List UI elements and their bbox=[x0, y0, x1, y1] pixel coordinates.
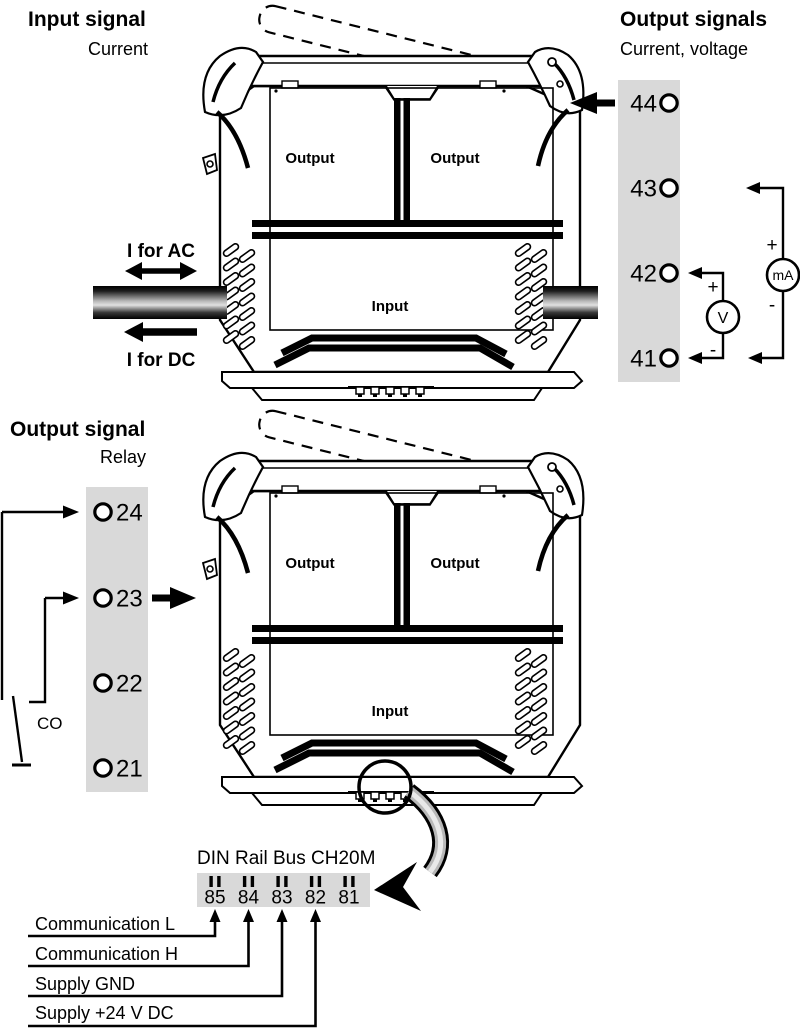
dc-current-label: I for DC bbox=[127, 350, 196, 371]
terminal-41-contact bbox=[659, 348, 679, 368]
changeover-switch-wiring bbox=[0, 505, 79, 767]
bus-connector-callout bbox=[357, 759, 450, 911]
terminal-42-number: 42 bbox=[630, 261, 657, 288]
output-signals-heading: Output signals bbox=[620, 8, 767, 31]
bus-signal-arrowheads bbox=[209, 909, 321, 922]
terminal-42-contact bbox=[659, 263, 679, 283]
bus-terminal-81: 81 bbox=[338, 888, 359, 909]
isolator-module-bottom bbox=[203, 408, 583, 805]
bus-signal-wires bbox=[28, 920, 317, 1028]
dc-current-arrow bbox=[124, 322, 197, 342]
ac-current-label: I for AC bbox=[127, 241, 195, 262]
relay-terminal-strip bbox=[86, 487, 148, 792]
communication-h-label: Communication H bbox=[35, 944, 178, 964]
ammeter-symbol bbox=[765, 257, 800, 293]
terminal-23-contact bbox=[93, 588, 113, 608]
changeover-label: CO bbox=[37, 714, 63, 733]
bus-terminal-84: 84 bbox=[238, 888, 260, 909]
output-signals-subheading: Current, voltage bbox=[620, 39, 748, 59]
terminal-44-arrow bbox=[570, 92, 615, 114]
bus-terminal-85: 85 bbox=[204, 888, 225, 909]
din-bus-title: DIN Rail Bus CH20M bbox=[197, 848, 375, 869]
bottom-diagram: Output signal Relay CO 24 23 22 21 bbox=[0, 408, 583, 1028]
primary-conductor-right bbox=[543, 286, 598, 319]
ammeter-minus: - bbox=[769, 295, 775, 316]
output-terminal-rows: 44 43 42 41 bbox=[630, 91, 679, 373]
top-diagram: Input signal Current Output signals Curr… bbox=[28, 3, 800, 400]
relay-output-subheading: Relay bbox=[100, 447, 146, 467]
voltmeter-minus: - bbox=[710, 340, 716, 361]
ac-current-arrow bbox=[125, 262, 197, 280]
input-signal-subheading: Current bbox=[88, 39, 148, 59]
terminal-24-contact bbox=[93, 502, 113, 522]
voltmeter-plus: + bbox=[707, 277, 718, 298]
input-signal-heading: Input signal bbox=[28, 8, 146, 31]
terminal-23-number: 23 bbox=[116, 586, 143, 613]
terminal-43-number: 43 bbox=[630, 176, 657, 203]
terminal-21-number: 21 bbox=[116, 756, 143, 783]
terminal-24-number: 24 bbox=[116, 500, 143, 527]
terminal-43-contact bbox=[659, 178, 679, 198]
primary-conductor-left bbox=[93, 286, 227, 319]
bus-terminal-82: 82 bbox=[305, 888, 326, 909]
magnifier-circle bbox=[357, 759, 413, 815]
supply-gnd-label: Supply GND bbox=[35, 974, 135, 994]
terminal-44-contact bbox=[659, 93, 679, 113]
supply-24vdc-label: Supply +24 V DC bbox=[35, 1003, 174, 1023]
voltmeter-circuit: + - V bbox=[688, 267, 741, 364]
ammeter-label: mA bbox=[773, 267, 795, 283]
communication-l-label: Communication L bbox=[35, 914, 175, 934]
din-rail-bus: DIN Rail Bus CH20M 85 84 83 82 81 bbox=[197, 848, 375, 909]
relay-terminal-rows: 24 23 22 21 bbox=[93, 500, 143, 783]
terminal-23-arrow bbox=[152, 587, 196, 609]
voltmeter-label: V bbox=[718, 310, 729, 327]
terminal-22-contact bbox=[93, 673, 113, 693]
output-terminal-strip bbox=[618, 80, 680, 382]
callout-arrowhead bbox=[374, 862, 421, 911]
terminal-41-number: 41 bbox=[630, 346, 657, 373]
terminal-21-contact bbox=[93, 758, 113, 778]
voltmeter-symbol bbox=[705, 299, 741, 335]
terminal-22-number: 22 bbox=[116, 671, 143, 698]
bus-terminal-83: 83 bbox=[271, 888, 292, 909]
ammeter-circuit: + - mA bbox=[746, 182, 800, 364]
relay-output-heading: Output signal bbox=[10, 418, 145, 441]
isolator-module-top bbox=[203, 3, 583, 400]
ammeter-plus: + bbox=[766, 235, 777, 256]
terminal-44-number: 44 bbox=[630, 91, 657, 118]
din-bus-strip bbox=[197, 873, 370, 907]
din-bus-pins bbox=[209, 876, 355, 887]
